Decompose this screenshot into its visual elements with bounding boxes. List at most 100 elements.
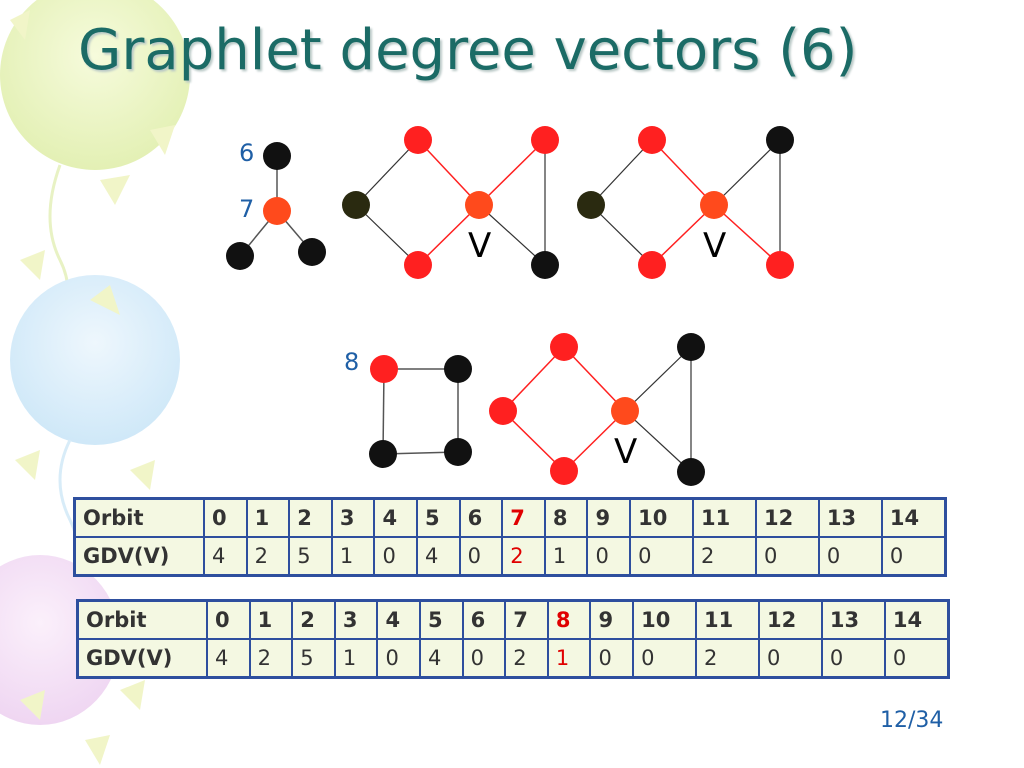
gdv-value-cell: 0 — [880, 536, 947, 577]
graph-node — [766, 126, 794, 154]
orbit-cell: 6 — [458, 497, 504, 538]
gdv-value-cell: 0 — [820, 638, 886, 679]
graph-node — [677, 333, 705, 361]
gdv-value-cell: 0 — [754, 536, 820, 577]
gdv-value-cell: 5 — [291, 638, 336, 679]
gdv-value-cell: 2 — [504, 638, 549, 679]
square-node — [369, 440, 397, 468]
slide-title: Graphlet degree vectors (6) — [78, 18, 858, 83]
star-leaf-node — [298, 238, 326, 266]
orbit-cell: 4 — [376, 599, 422, 640]
graph-node — [577, 191, 605, 219]
orbit-cell: 1 — [245, 497, 291, 538]
orbit-cell: 3 — [333, 599, 379, 640]
orbit-cell: 4 — [373, 497, 419, 538]
gdv-header-cell: GDV(V) — [76, 638, 208, 679]
orbit-cell: 12 — [754, 497, 820, 538]
graph-node — [342, 191, 370, 219]
target-node-v — [465, 191, 493, 219]
graph-node — [489, 397, 517, 425]
orbit-cell: 14 — [880, 497, 947, 538]
gdv-value-cell: 2 — [248, 638, 294, 679]
graph-node — [404, 126, 432, 154]
graph-node — [550, 457, 578, 485]
target-node-v — [700, 191, 728, 219]
gdv-value-cell: 4 — [419, 638, 464, 679]
graph-node — [677, 458, 705, 486]
orbit-cell: 2 — [291, 599, 336, 640]
gdv-value-cell: 2 — [695, 638, 760, 679]
orbit-cell: 9 — [586, 497, 632, 538]
gdv-value-cell: 1 — [333, 638, 379, 679]
v-label: V — [468, 226, 491, 266]
orbit-cell: 11 — [695, 599, 760, 640]
square-graphlet: 8 — [344, 348, 472, 468]
orbit-cell: 7 — [504, 599, 549, 640]
orbit-cell: 8 — [546, 599, 592, 640]
orbit-cell: 11 — [692, 497, 757, 538]
gdv-value-cell: 0 — [757, 638, 823, 679]
gdv-value-cell: 0 — [589, 638, 635, 679]
gdv-value-cell: 2 — [501, 536, 546, 577]
orbit-7-label: 7 — [239, 195, 254, 223]
orbit-cell: 7 — [501, 497, 546, 538]
network-orbit7-example-b: V — [577, 126, 794, 279]
star-center-node — [263, 197, 291, 225]
orbit-cell: 0 — [203, 497, 248, 538]
gdv-value-cell: 0 — [586, 536, 632, 577]
graph-node — [766, 251, 794, 279]
graph-node — [550, 333, 578, 361]
gdv-value-cell: 0 — [458, 536, 504, 577]
gdv-value-cell: 4 — [203, 536, 248, 577]
gdv-value-cell: 2 — [245, 536, 291, 577]
gdv-value-cell: 0 — [632, 638, 698, 679]
orbit-header-cell: Orbit — [76, 599, 208, 640]
graph-node — [531, 126, 559, 154]
orbit-cell: 5 — [419, 599, 464, 640]
orbit-cell: 6 — [461, 599, 507, 640]
orbit-cell: 10 — [629, 497, 695, 538]
orbit-cell: 10 — [632, 599, 698, 640]
gdv-value-cell: 0 — [376, 638, 422, 679]
graph-node — [404, 251, 432, 279]
network-orbit8-example: V — [489, 333, 705, 486]
network-orbit7-example-a: V — [342, 126, 559, 279]
orbit-8-label: 8 — [344, 348, 359, 376]
square-node — [444, 438, 472, 466]
gdv-value-cell: 4 — [206, 638, 251, 679]
graph-node — [531, 251, 559, 279]
square-node-highlighted — [370, 355, 398, 383]
graph-node — [638, 126, 666, 154]
orbit-cell: 5 — [416, 497, 461, 538]
graph-node — [638, 251, 666, 279]
orbit-cell: 3 — [330, 497, 376, 538]
orbit-6-label: 6 — [239, 139, 254, 167]
gdv-value-cell: 0 — [883, 638, 950, 679]
gdv-value-cell: 0 — [629, 536, 695, 577]
orbit-header-cell: Orbit — [73, 497, 205, 538]
confetti-decoration — [10, 10, 175, 765]
orbit-cell: 9 — [589, 599, 635, 640]
gdv-value-cell: 1 — [543, 536, 589, 577]
gdv-value-cell: 1 — [330, 536, 376, 577]
orbit-cell: 13 — [817, 497, 883, 538]
page-number: 12/34 — [880, 708, 944, 733]
star-leaf-node — [226, 242, 254, 270]
gdv-value-cell: 4 — [416, 536, 461, 577]
orbit-cell: 2 — [288, 497, 333, 538]
gdv-value-cell: 1 — [546, 638, 592, 679]
orbit-cell: 1 — [248, 599, 294, 640]
gdv-header-cell: GDV(V) — [73, 536, 205, 577]
star-graphlet: 6 7 — [226, 139, 326, 270]
gdv-value-cell: 0 — [373, 536, 419, 577]
target-node-v — [611, 397, 639, 425]
gdv-value-cell: 0 — [817, 536, 883, 577]
orbit-cell: 0 — [206, 599, 251, 640]
gdv-value-cell: 5 — [288, 536, 333, 577]
